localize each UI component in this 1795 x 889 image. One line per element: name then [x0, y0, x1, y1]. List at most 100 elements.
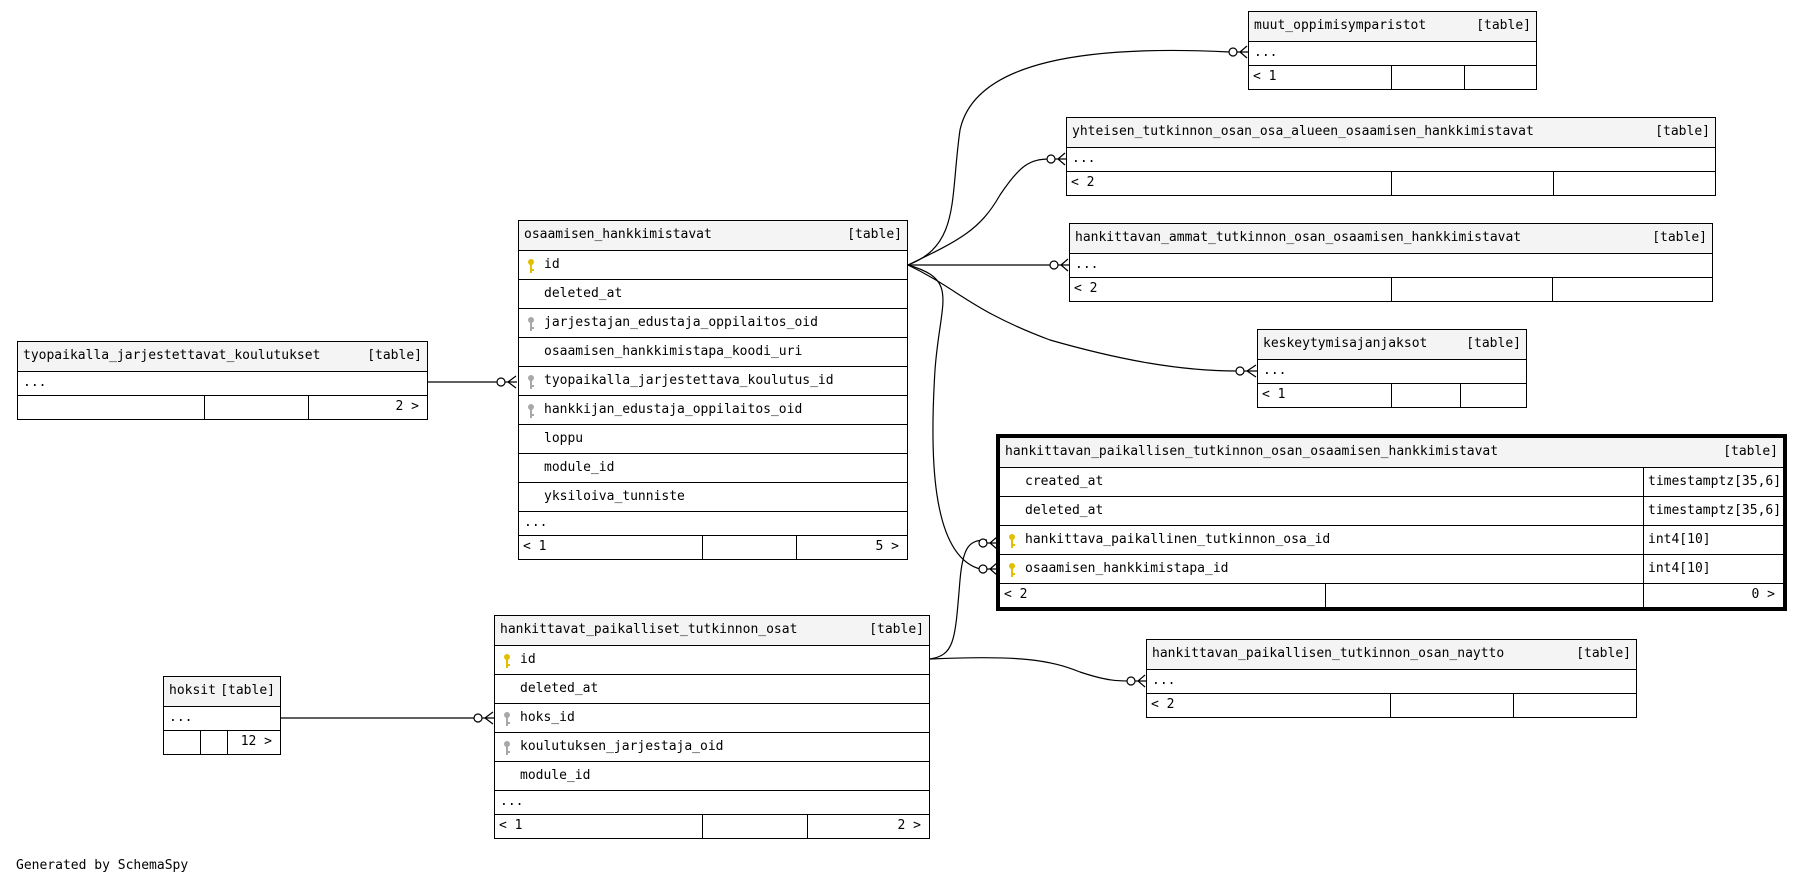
table-footer: < 2 0 > — [1000, 583, 1783, 607]
table-header: hankittavan_paikallisen_tutkinnon_osan_n… — [1147, 640, 1636, 669]
children-link[interactable]: 12 > — [240, 734, 272, 749]
column-row: jarjestajan_edustaja_oppilaitos_oid — [519, 308, 907, 337]
column-name: koulutuksen_jarjestaja_oid — [520, 739, 724, 754]
table-tag: [table] — [1652, 230, 1707, 245]
parents-link[interactable]: < 2 — [1004, 587, 1028, 602]
table-hankittavan-ammat[interactable]: hankittavan_ammat_tutkinnon_osan_osaamis… — [1069, 223, 1713, 302]
ellipsis-row: ... — [1067, 147, 1715, 171]
column-row: id — [519, 250, 907, 279]
column-name: created_at — [1025, 474, 1104, 489]
children-link[interactable]: 2 > — [897, 818, 921, 833]
parents-link[interactable]: < 2 — [1071, 175, 1095, 190]
table-focus-hankittavan-paikallisen[interactable]: hankittavan_paikallisen_tutkinnon_osan_o… — [996, 434, 1787, 611]
column-name: hankittava_paikallinen_tutkinnon_osa_id — [1025, 532, 1331, 547]
table-name[interactable]: hankittavat_paikalliset_tutkinnon_osat — [500, 622, 798, 637]
ellipsis-row: ... — [1070, 253, 1712, 277]
ellipsis-row: ... — [519, 511, 907, 535]
table-header: keskeytymisajanjaksot [table] — [1258, 330, 1526, 359]
column-name: loppu — [544, 431, 584, 446]
table-footer: < 2 — [1070, 277, 1712, 301]
table-tag: [table] — [367, 348, 422, 363]
table-name[interactable]: hankittavan_paikallisen_tutkinnon_osan_n… — [1152, 646, 1505, 661]
column-row: osaamisen_hankkimistapa_koodi_uri — [519, 337, 907, 366]
parents-link[interactable]: < 1 — [499, 818, 523, 833]
table-name[interactable]: hankittavan_paikallisen_tutkinnon_osan_o… — [1005, 444, 1499, 459]
column-name: deleted_at — [520, 681, 599, 696]
parents-link[interactable]: < 2 — [1151, 697, 1175, 712]
primary-key-icon — [1006, 561, 1018, 577]
parents-link[interactable]: < 2 — [1074, 281, 1098, 296]
table-tag: [table] — [847, 227, 902, 242]
table-header: hankittavan_ammat_tutkinnon_osan_osaamis… — [1070, 224, 1712, 253]
table-footer: < 2 — [1147, 693, 1636, 717]
table-name[interactable]: hoksit — [169, 683, 216, 698]
table-tag: [table] — [220, 683, 275, 698]
table-name[interactable]: hankittavan_ammat_tutkinnon_osan_osaamis… — [1075, 230, 1522, 245]
table-name[interactable]: muut_oppimisymparistot — [1254, 18, 1427, 33]
column-row: hankittava_paikallinen_tutkinnon_osa_id i… — [1000, 525, 1783, 554]
ellipsis-row: ... — [1258, 359, 1526, 383]
column-name: osaamisen_hankkimistapa_koodi_uri — [544, 344, 803, 359]
table-name[interactable]: yhteisen_tutkinnon_osan_osa_alueen_osaam… — [1072, 124, 1534, 139]
generated-by-credit: Generated by SchemaSpy — [16, 858, 189, 873]
foreign-key-icon — [525, 373, 537, 389]
table-muut-oppimisymparistot[interactable]: muut_oppimisymparistot [table] ... < 1 — [1248, 11, 1537, 90]
table-name[interactable]: osaamisen_hankkimistavat — [524, 227, 712, 242]
table-yhteisen[interactable]: yhteisen_tutkinnon_osan_osa_alueen_osaam… — [1066, 117, 1716, 196]
column-row: id — [495, 645, 929, 674]
children-link[interactable]: 0 > — [1751, 587, 1775, 602]
edge-osaamisen-keskeytymis — [907, 264, 1238, 372]
column-row: created_at timestamptz[35,6] — [1000, 467, 1783, 496]
table-footer: < 1 — [1258, 383, 1526, 407]
table-header: hankittavan_paikallisen_tutkinnon_osan_o… — [1000, 438, 1783, 467]
table-tag: [table] — [1466, 336, 1521, 351]
table-footer: < 1 5 > — [519, 535, 907, 559]
table-hankittavat-paikalliset-tutkinnon-osat[interactable]: hankittavat_paikalliset_tutkinnon_osat [… — [494, 615, 930, 839]
table-header: muut_oppimisymparistot [table] — [1249, 12, 1536, 41]
column-row: deleted_at — [495, 674, 929, 703]
table-footer: < 1 — [1249, 65, 1536, 89]
ellipsis-row: ... — [1147, 669, 1636, 693]
column-row: module_id — [495, 761, 929, 790]
ellipsis-row: ... — [495, 790, 929, 814]
column-type: timestamptz[35,6] — [1643, 468, 1781, 496]
column-name: yksiloiva_tunniste — [544, 489, 685, 504]
column-name: module_id — [544, 460, 615, 475]
table-tag: [table] — [1576, 646, 1631, 661]
table-header: osaamisen_hankkimistavat [table] — [519, 221, 907, 250]
foreign-key-icon — [501, 710, 513, 726]
table-osaamisen-hankkimistavat[interactable]: osaamisen_hankkimistavat [table] id dele… — [518, 220, 908, 560]
primary-key-icon — [1006, 532, 1018, 548]
table-name[interactable]: keskeytymisajanjaksot — [1263, 336, 1428, 351]
parents-link[interactable]: < 1 — [523, 539, 547, 554]
parents-link[interactable]: < 1 — [1262, 387, 1286, 402]
parents-link[interactable]: < 1 — [1253, 69, 1277, 84]
table-tag: [table] — [1476, 18, 1531, 33]
table-naytto[interactable]: hankittavan_paikallisen_tutkinnon_osan_n… — [1146, 639, 1637, 718]
edge-osaamisen-yhteisen — [907, 158, 1051, 266]
table-keskeytymisajanjaksot[interactable]: keskeytymisajanjaksot [table] ... < 1 — [1257, 329, 1527, 408]
ellipsis-row: ... — [164, 706, 280, 730]
column-type: int4[10] — [1643, 526, 1711, 554]
crowfoot-markers — [473, 45, 1257, 725]
column-type: timestamptz[35,6] — [1643, 497, 1781, 525]
table-name[interactable]: tyopaikalla_jarjestettavat_koulutukset — [23, 348, 321, 363]
column-row: module_id — [519, 453, 907, 482]
edge-hpto-naytto — [929, 657, 1136, 682]
foreign-key-icon — [525, 315, 537, 331]
table-footer: 2 > — [18, 395, 427, 419]
table-footer: 12 > — [164, 730, 280, 754]
table-tyopaikalla[interactable]: tyopaikalla_jarjestettavat_koulutukset [… — [17, 341, 428, 420]
table-hoksit[interactable]: hoksit [table] ... 12 > — [163, 676, 281, 755]
column-row: deleted_at — [519, 279, 907, 308]
column-name: module_id — [520, 768, 591, 783]
column-row: loppu — [519, 424, 907, 453]
column-row: koulutuksen_jarjestaja_oid — [495, 732, 929, 761]
table-header: yhteisen_tutkinnon_osan_osa_alueen_osaam… — [1067, 118, 1715, 147]
children-link[interactable]: 5 > — [875, 539, 899, 554]
ellipsis-row: ... — [1249, 41, 1536, 65]
children-link[interactable]: 2 > — [395, 399, 419, 414]
foreign-key-icon — [501, 739, 513, 755]
